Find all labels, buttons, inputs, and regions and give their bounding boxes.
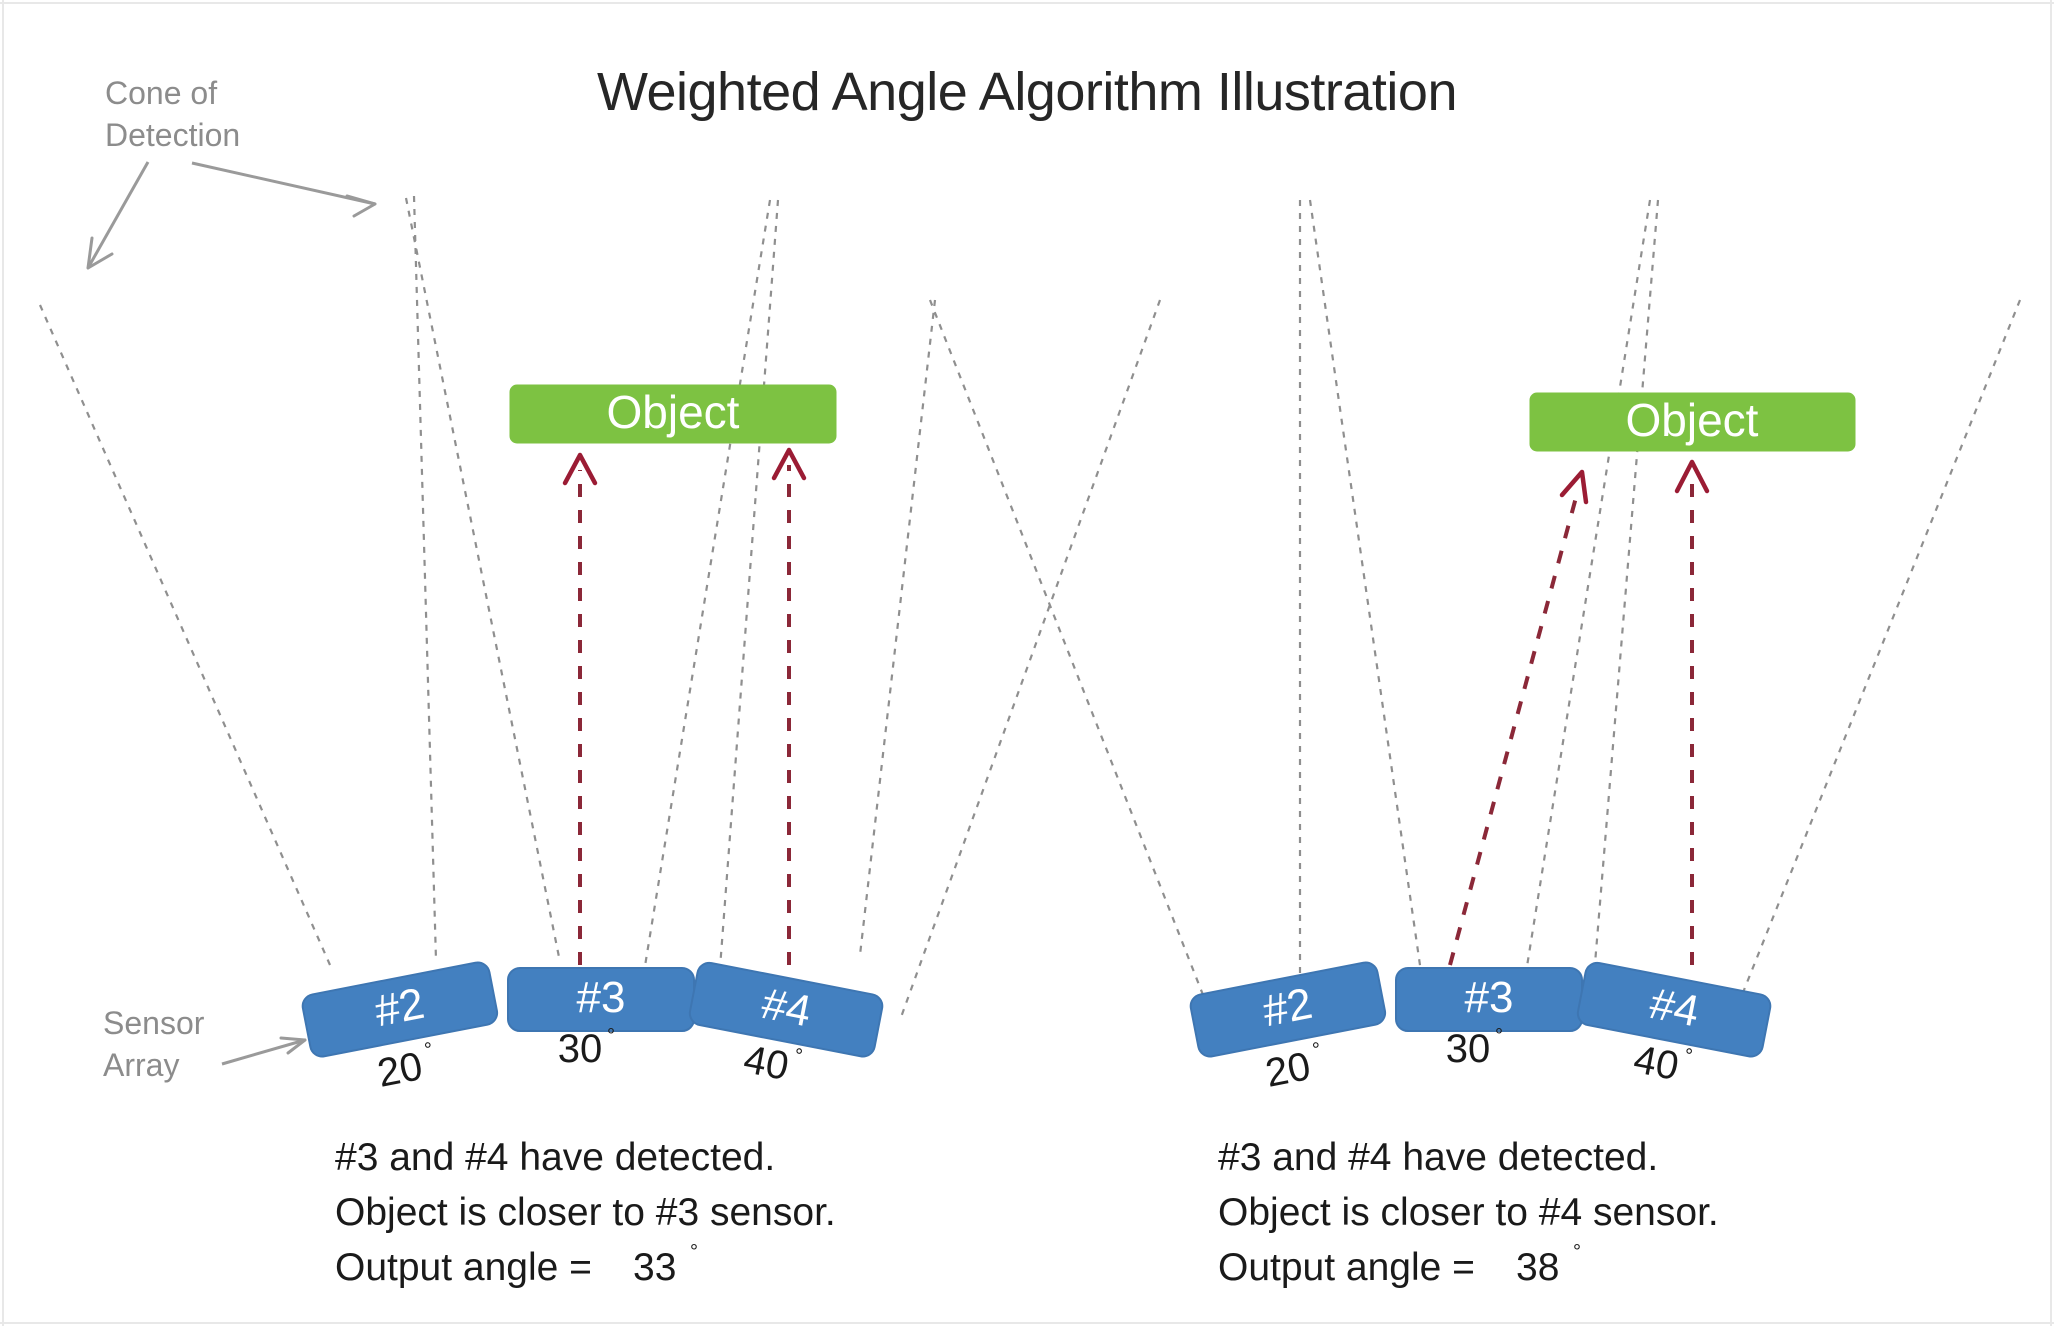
right-sensor-4-box[interactable]	[1576, 961, 1773, 1059]
right-sensor-3[interactable]: #3 30 °	[1395, 967, 1583, 1071]
right-sensor-3-degree-symbol: °	[1495, 1025, 1503, 1047]
left-beam-s3-head	[562, 452, 598, 486]
left-cone-line-s4-inner	[858, 299, 937, 956]
right-panel-caption: #3 and #4 have detected. Object is close…	[1218, 1136, 1719, 1289]
cone-of-detection-annotation: Cone of Detection	[86, 75, 377, 270]
right-beam-s3-head	[1559, 469, 1589, 505]
left-sensor-4-label: #4	[758, 979, 815, 1036]
left-panel: Object #2 20 °	[38, 195, 937, 1289]
right-panel-object: Object	[1529, 392, 1856, 452]
left-caption-line1: #3 and #4 have detected.	[335, 1136, 775, 1179]
right-object-label: Object	[1626, 394, 1759, 446]
right-caption-line3-prefix: Output angle =	[1218, 1246, 1475, 1289]
left-sensor-3-degree-symbol: °	[607, 1025, 615, 1047]
left-sensor-2-box[interactable]	[301, 960, 500, 1058]
sensor-array-label-line1: Sensor	[103, 1005, 205, 1041]
right-sensor-4-angle: 40 °	[1630, 1037, 1694, 1089]
cone-callout-arrow-left-shaft	[86, 161, 150, 269]
left-caption-line2: Object is closer to #3 sensor.	[335, 1191, 836, 1234]
right-caption-degree-symbol: °	[1573, 1241, 1581, 1263]
right-sensor-2-angle-value: 20	[1262, 1044, 1314, 1096]
right-sensor-4[interactable]: #4	[1576, 961, 1773, 1059]
right-sensor-3-angle-value: 30	[1446, 1027, 1491, 1071]
right-caption-line1: #3 and #4 have detected.	[1218, 1136, 1658, 1179]
right-sensor-2-angle: 20 °	[1262, 1039, 1323, 1096]
sensor-array-arrow-head	[279, 1036, 307, 1055]
left-sensor-4-angle-value: 40	[740, 1037, 792, 1089]
left-panel-detection-beams	[562, 447, 807, 965]
cone-callout-arrow-right-shaft	[191, 161, 376, 206]
right-sensor-3-label: #3	[1465, 973, 1514, 1022]
left-caption-degree-symbol: °	[690, 1241, 698, 1263]
right-object-box	[1529, 392, 1856, 452]
sensor-array-label-line2: Array	[103, 1047, 179, 1083]
left-sensor-2-label: #2	[371, 979, 428, 1036]
cone-callout-arrow-right-head	[345, 194, 377, 218]
page-title: Weighted Angle Algorithm Illustration	[597, 62, 1457, 122]
left-sensor-3-label: #3	[577, 973, 626, 1022]
left-sensor-4-box[interactable]	[688, 961, 885, 1059]
right-sensor-2-box[interactable]	[1189, 960, 1388, 1058]
right-sensor-2-label: #2	[1259, 979, 1316, 1036]
left-object-box	[509, 384, 837, 444]
left-panel-caption: #3 and #4 have detected. Object is close…	[335, 1136, 836, 1289]
right-panel-sensor-array: #2 20 ° #3 30 ° #4	[1189, 960, 1773, 1096]
sensor-array-arrow-shaft	[221, 1038, 306, 1066]
right-cone-line-s4-outer	[1590, 199, 1660, 1001]
left-sensor-4-angle: 40 °	[740, 1037, 804, 1089]
left-cone-line-s2-inner	[412, 195, 438, 961]
left-beam-s4-head	[771, 447, 807, 481]
right-cone-line-s2-outer	[928, 299, 1207, 1001]
right-panel-detection-beams	[1448, 459, 1710, 966]
right-sensor-2[interactable]: #2	[1189, 960, 1388, 1058]
sensor-array-annotation: Sensor Array	[103, 1005, 307, 1083]
left-sensor-2-angle-value: 20	[374, 1044, 426, 1096]
right-sensor-4-angle-value: 40	[1630, 1037, 1682, 1089]
left-sensor-2[interactable]: #2	[301, 960, 500, 1058]
left-object-label: Object	[607, 386, 740, 438]
right-caption-output-angle-value: 38	[1516, 1246, 1559, 1289]
right-cone-line-s3-outer	[1308, 199, 1427, 1001]
left-sensor-3-angle-value: 30	[558, 1027, 603, 1071]
left-sensor-4[interactable]: #4	[688, 961, 885, 1059]
left-cone-line-s2-outer	[38, 304, 332, 966]
right-panel: Object #2 20 °	[898, 199, 2022, 1289]
left-cone-line-s4-outer	[718, 199, 780, 969]
right-beam-s4-head	[1674, 459, 1710, 494]
left-panel-object: Object	[509, 384, 837, 444]
right-caption-line2: Object is closer to #4 sensor.	[1218, 1191, 1719, 1234]
left-caption-line3-prefix: Output angle =	[335, 1246, 592, 1289]
right-beam-s3-shaft	[1448, 489, 1580, 966]
left-panel-cone-lines	[38, 195, 937, 969]
right-cone-line-cross	[898, 299, 1162, 1021]
cone-callout-arrow-left-head	[86, 236, 114, 270]
left-caption-output-angle-value: 33	[633, 1246, 676, 1289]
left-panel-sensor-array: #2 20 ° #3 30 ° #4	[301, 960, 885, 1096]
cone-of-detection-label-line1: Cone of	[105, 75, 217, 111]
right-panel-cone-lines	[898, 199, 2022, 1021]
right-sensor-4-label: #4	[1646, 979, 1703, 1036]
right-cone-line-s4-inner	[1738, 299, 2022, 1001]
cone-of-detection-label-line2: Detection	[105, 117, 240, 153]
left-sensor-2-angle: 20 °	[374, 1039, 435, 1096]
